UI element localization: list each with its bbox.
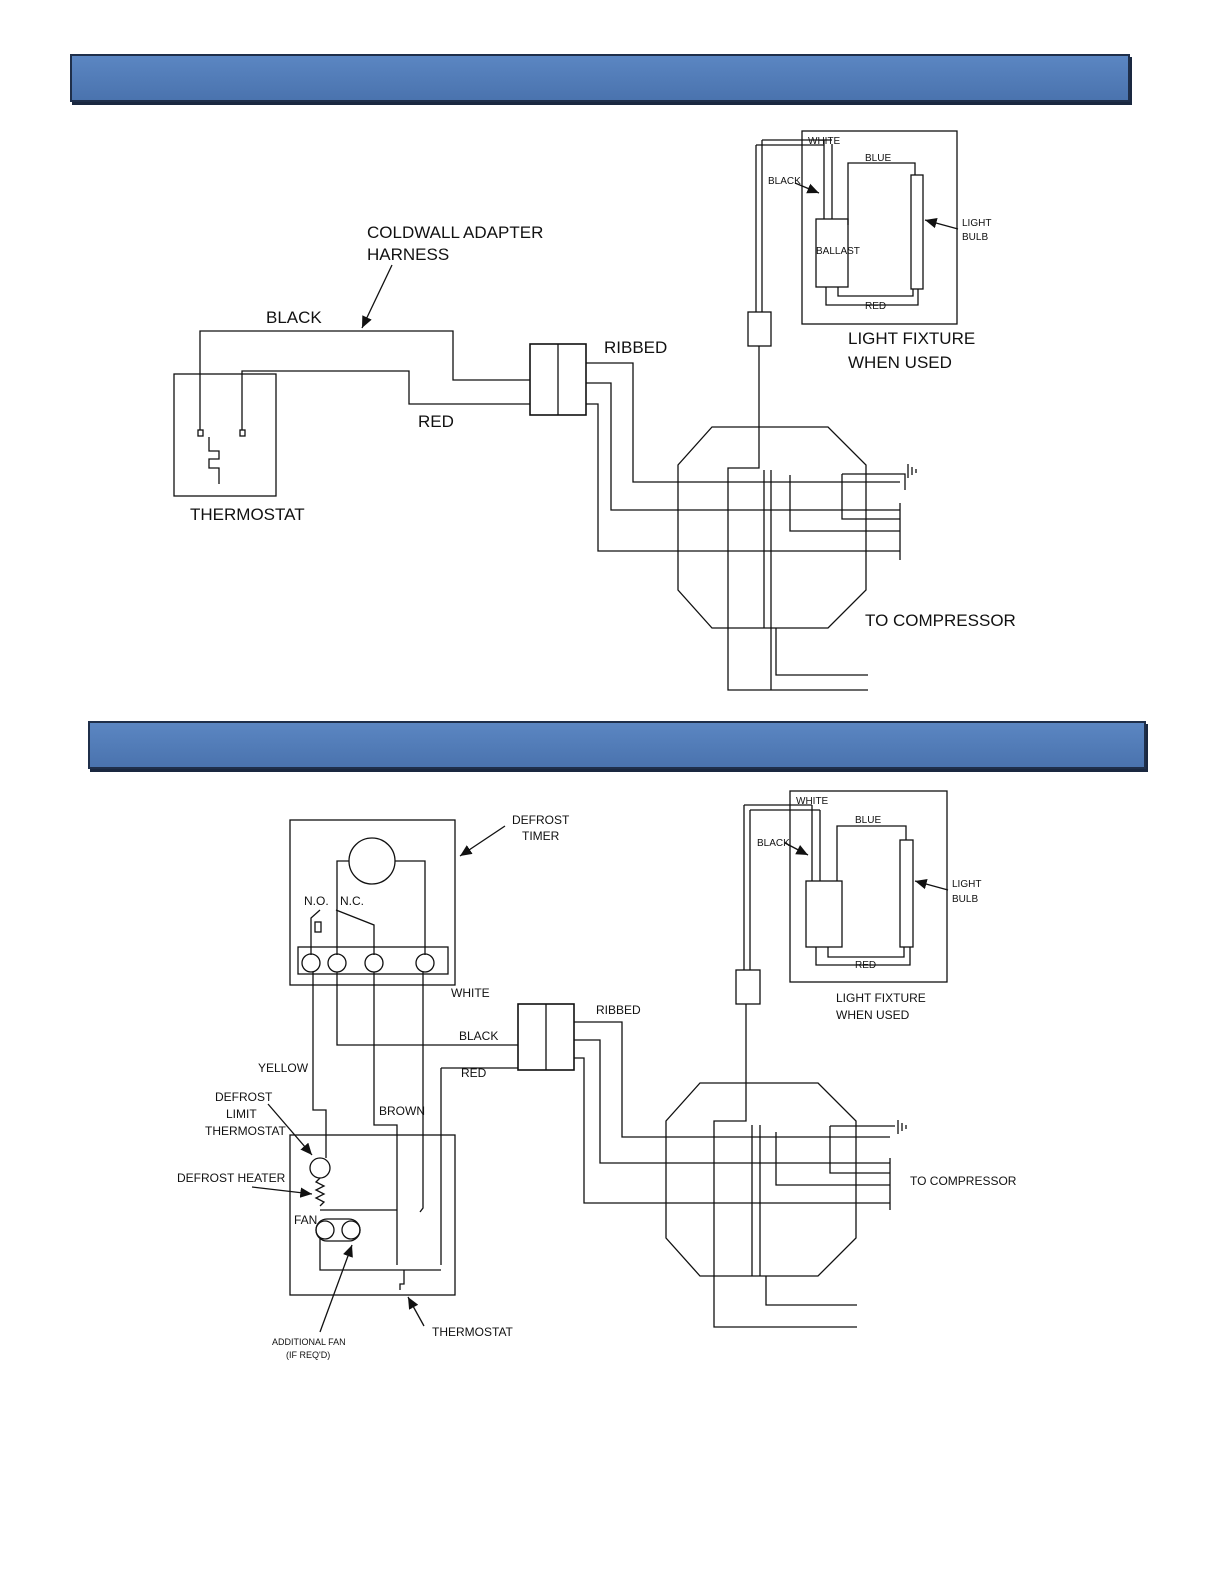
- blue-wire-label: BLUE: [865, 153, 891, 164]
- section-header-bar-bottom: [88, 721, 1146, 769]
- thermostat-label-2: THERMOSTAT: [432, 1325, 514, 1339]
- compressor-junction-box-2: [665, 1082, 857, 1277]
- defrost-timer-label-line2: TIMER: [522, 829, 560, 843]
- light-bulb-label-line1: LIGHT: [962, 218, 991, 229]
- fixture-red-label-2: RED: [855, 960, 876, 971]
- defrost-timer-label-line1: DEFROST: [512, 813, 570, 827]
- light-fixture-box: [801, 130, 958, 325]
- compressor-junction-box: [677, 426, 867, 629]
- light-fixture-label-2-line2: WHEN USED: [836, 1008, 910, 1022]
- additional-fan-label-line2: (IF REQ'D): [286, 1350, 330, 1360]
- defrost-heater-label: DEFROST HEATER: [177, 1171, 286, 1185]
- normally-open-label: N.O.: [304, 894, 329, 908]
- additional-fan-label-line1: ADDITIONAL FAN: [272, 1337, 346, 1347]
- harness-label-line1: COLDWALL ADAPTER: [367, 223, 543, 242]
- light-fixture-label-line2: WHEN USED: [848, 353, 952, 372]
- fixture-black-label: BLACK: [768, 176, 801, 187]
- to-compressor-label: TO COMPRESSOR: [865, 611, 1016, 630]
- normally-closed-label: N.C.: [340, 894, 364, 908]
- red-wire-label-2: RED: [461, 1066, 487, 1080]
- defrost-heater: [314, 1177, 326, 1207]
- inline-fuse-2: [735, 969, 761, 1005]
- ribbed-wire-label-2: RIBBED: [596, 1003, 641, 1017]
- evaporator-box: [289, 1134, 456, 1296]
- red-wire-label: RED: [418, 412, 454, 431]
- light-bulb-tube-2: [899, 839, 914, 948]
- light-fixture-label-2-line1: LIGHT FIXTURE: [836, 991, 926, 1005]
- light-bulb-label-line2: BULB: [962, 232, 988, 243]
- ribbed-wire-label: RIBBED: [604, 338, 667, 357]
- defrost-limit-label-line3: THERMOSTAT: [205, 1124, 287, 1138]
- defrost-limit-label-line1: DEFROST: [215, 1090, 273, 1104]
- yellow-wire-label: YELLOW: [258, 1061, 309, 1075]
- timer-motor: [348, 837, 396, 885]
- black-wire-label-2: BLACK: [459, 1029, 498, 1043]
- light-bulb-tube: [910, 174, 924, 290]
- inline-fuse: [747, 311, 772, 347]
- light-bulb-label-2-line2: BULB: [952, 894, 978, 905]
- ballast-2: [805, 880, 843, 948]
- timer-terminal-strip: [297, 946, 449, 975]
- diagram-defrost: DEFROST TIMER N.O. N.C. WHITE BLACK RIBB…: [177, 790, 1017, 1360]
- section-header-bar-top: [70, 54, 1130, 102]
- fixture-white-label-2: WHITE: [796, 796, 829, 807]
- to-compressor-label-2: TO COMPRESSOR: [910, 1174, 1017, 1188]
- defrost-limit-thermostat: [309, 1157, 331, 1179]
- light-fixture-box-2: [789, 790, 948, 983]
- brown-wire-label: BROWN: [379, 1104, 425, 1118]
- thermostat-label: THERMOSTAT: [190, 505, 305, 524]
- thermostat-box: [173, 373, 277, 497]
- defrost-timer-box: [289, 819, 456, 986]
- fixture-black-label-2: BLACK: [757, 838, 790, 849]
- fan-motor: [315, 1218, 361, 1242]
- harness-label-line2: HARNESS: [367, 245, 449, 264]
- diagram-coldwall: COLDWALL ADAPTER HARNESS BLACK RED RIBBE…: [173, 130, 1016, 691]
- defrost-limit-label-line2: LIMIT: [226, 1107, 257, 1121]
- fan-label: FAN: [294, 1213, 317, 1227]
- fixture-red-label: RED: [865, 301, 886, 312]
- white-wire-label-2: WHITE: [451, 986, 490, 1000]
- ballast-label: BALLAST: [816, 246, 860, 257]
- light-fixture-label-line1: LIGHT FIXTURE: [848, 329, 975, 348]
- blue-wire-label-2: BLUE: [855, 815, 881, 826]
- white-wire-label: WHITE: [808, 136, 841, 147]
- black-wire-label: BLACK: [266, 308, 322, 327]
- light-bulb-label-2-line1: LIGHT: [952, 879, 981, 890]
